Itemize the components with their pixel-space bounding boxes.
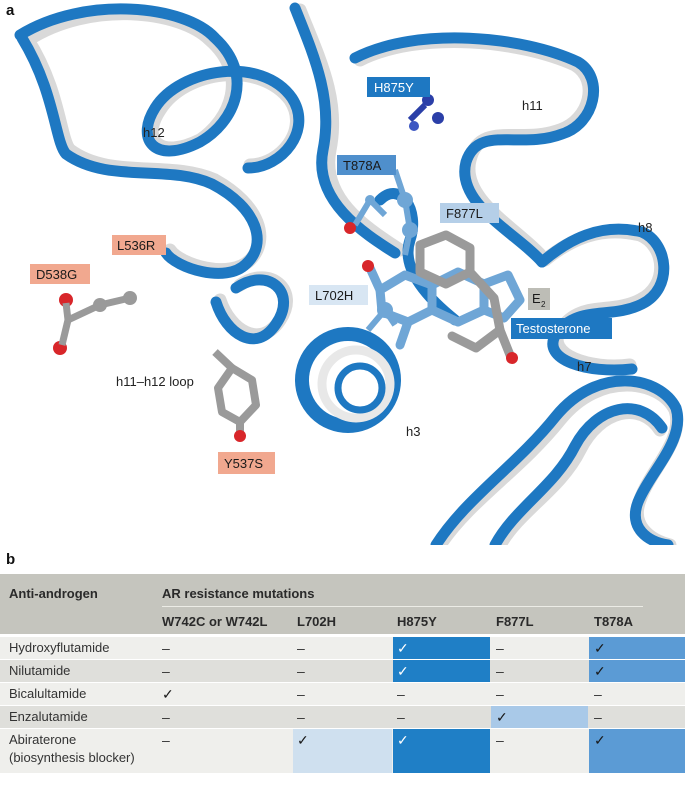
cell-mark: – [496,640,504,656]
cell-fill-h875y [393,729,490,773]
cell-mark: ✓ [594,640,606,656]
drug-name: Hydroxyflutamide [9,640,110,655]
cell-fill-f877l [491,706,588,728]
resistance-table: Anti-androgen AR resistance mutations W7… [0,574,685,785]
d538g-sidechain [53,291,137,355]
f877l-sidechain [392,169,418,256]
testosterone-oxygen [362,260,374,272]
table-row-enzalutamide: Enzalutamide – – – ✓ – [0,706,685,728]
cell-mark: – [496,686,504,702]
panel-b-letter: b [6,551,16,568]
label-h3: h3 [406,424,420,439]
box-h875y-text: H875Y [374,80,414,95]
table-row-hydroxyflutamide: Hydroxyflutamide – – ✓ – ✓ [0,637,685,659]
cell-mark: – [496,732,504,748]
ribbon-white [21,3,684,545]
box-d538g: D538G [30,264,90,284]
cell-mark: – [162,709,170,725]
drug-name: Bicalultamide [9,686,87,701]
cell-mark: ✓ [297,732,309,748]
box-d538g-text: D538G [36,267,77,282]
protein-structure-figure: h12 h11 h8 h7 h3 h11–h12 loop H875Y T878… [14,2,684,545]
table-row-abiraterone: Abiraterone (biosynthesis blocker) – ✓ ✓… [0,729,685,773]
box-l702h: L702H [309,285,368,305]
header-col-l702h: L702H [297,614,337,629]
box-l702h-text: L702H [315,288,353,303]
cell-mark: ✓ [594,663,606,679]
cell-mark: – [162,640,170,656]
header-rule [162,606,643,607]
label-h12: h12 [143,125,165,140]
cell-mark: ✓ [397,663,409,679]
drug-name: Enzalutamide [9,709,88,724]
panel-a-letter: a [6,2,15,19]
estradiol-oxygen [506,352,518,364]
box-e2-subscript: 2 [541,300,546,309]
label-h8: h8 [638,220,652,235]
drug-name-line2: (biosynthesis blocker) [9,750,135,765]
estradiol-molecule [415,230,515,360]
cell-mark: – [496,663,504,679]
table-header: Anti-androgen AR resistance mutations W7… [0,574,685,634]
label-h7: h7 [577,359,591,374]
header-col-f877l: F877L [496,614,534,629]
cell-mark: – [594,686,602,702]
cell-fill-h875y [393,637,490,659]
box-testosterone-text: Testosterone [516,321,590,336]
l702h-sidechain [365,302,398,332]
cell-mark: ✓ [496,709,508,725]
header-col-w742: W742C or W742L [162,614,268,629]
box-f877l-text: F877L [446,206,483,221]
cell-mark: – [297,686,305,702]
drug-name: Nilutamide [9,663,71,678]
box-e2: E 2 [528,288,550,310]
box-h875y: H875Y [367,77,430,97]
box-y537s-text: Y537S [224,456,263,471]
box-l536r-text: L536R [117,238,155,253]
cell-mark: – [162,732,170,748]
y537s-sidechain [212,349,260,436]
box-t878a: T878A [337,155,396,175]
header-anti-androgen: Anti-androgen [9,586,98,601]
cell-fill-t878a [589,729,685,773]
box-e2-text: E [532,291,541,306]
cell-fill-t878a [589,637,685,659]
y537s-oxygen [234,430,246,442]
box-l536r: L536R [112,235,166,255]
label-h11-h12-loop: h11–h12 loop [116,374,194,389]
cell-fill-t878a [589,660,685,682]
cell-mark: – [162,663,170,679]
cell-mark: ✓ [162,686,174,702]
cell-mark: – [594,709,602,725]
cell-mark: – [397,686,405,702]
table-row-nilutamide: Nilutamide – – ✓ – ✓ [0,660,685,682]
cell-mark: – [297,709,305,725]
h875y-sidechain [407,94,444,131]
header-mutation-group: AR resistance mutations [162,586,315,601]
cell-fill-l702h [293,729,392,773]
cell-mark: – [297,640,305,656]
label-h11: h11 [522,98,543,113]
cell-mark: – [397,709,405,725]
cell-fill-h875y [393,660,490,682]
t878a-sidechain [344,195,388,234]
cell-mark: – [297,663,305,679]
helix-h3 [295,327,401,433]
drug-name: Abiraterone [9,732,77,747]
box-y537s: Y537S [218,452,275,474]
cell-mark: ✓ [594,732,606,748]
header-col-t878a: T878A [594,614,634,629]
cell-mark: ✓ [397,640,409,656]
ribbon-blue [14,2,684,545]
cell-mark: ✓ [397,732,409,748]
box-f877l: F877L [440,203,499,223]
box-testosterone: Testosterone [511,318,612,339]
header-col-h875y: H875Y [397,614,437,629]
box-t878a-text: T878A [343,158,382,173]
table-row-bicalultamide: Bicalultamide ✓ – – – – [0,683,685,705]
